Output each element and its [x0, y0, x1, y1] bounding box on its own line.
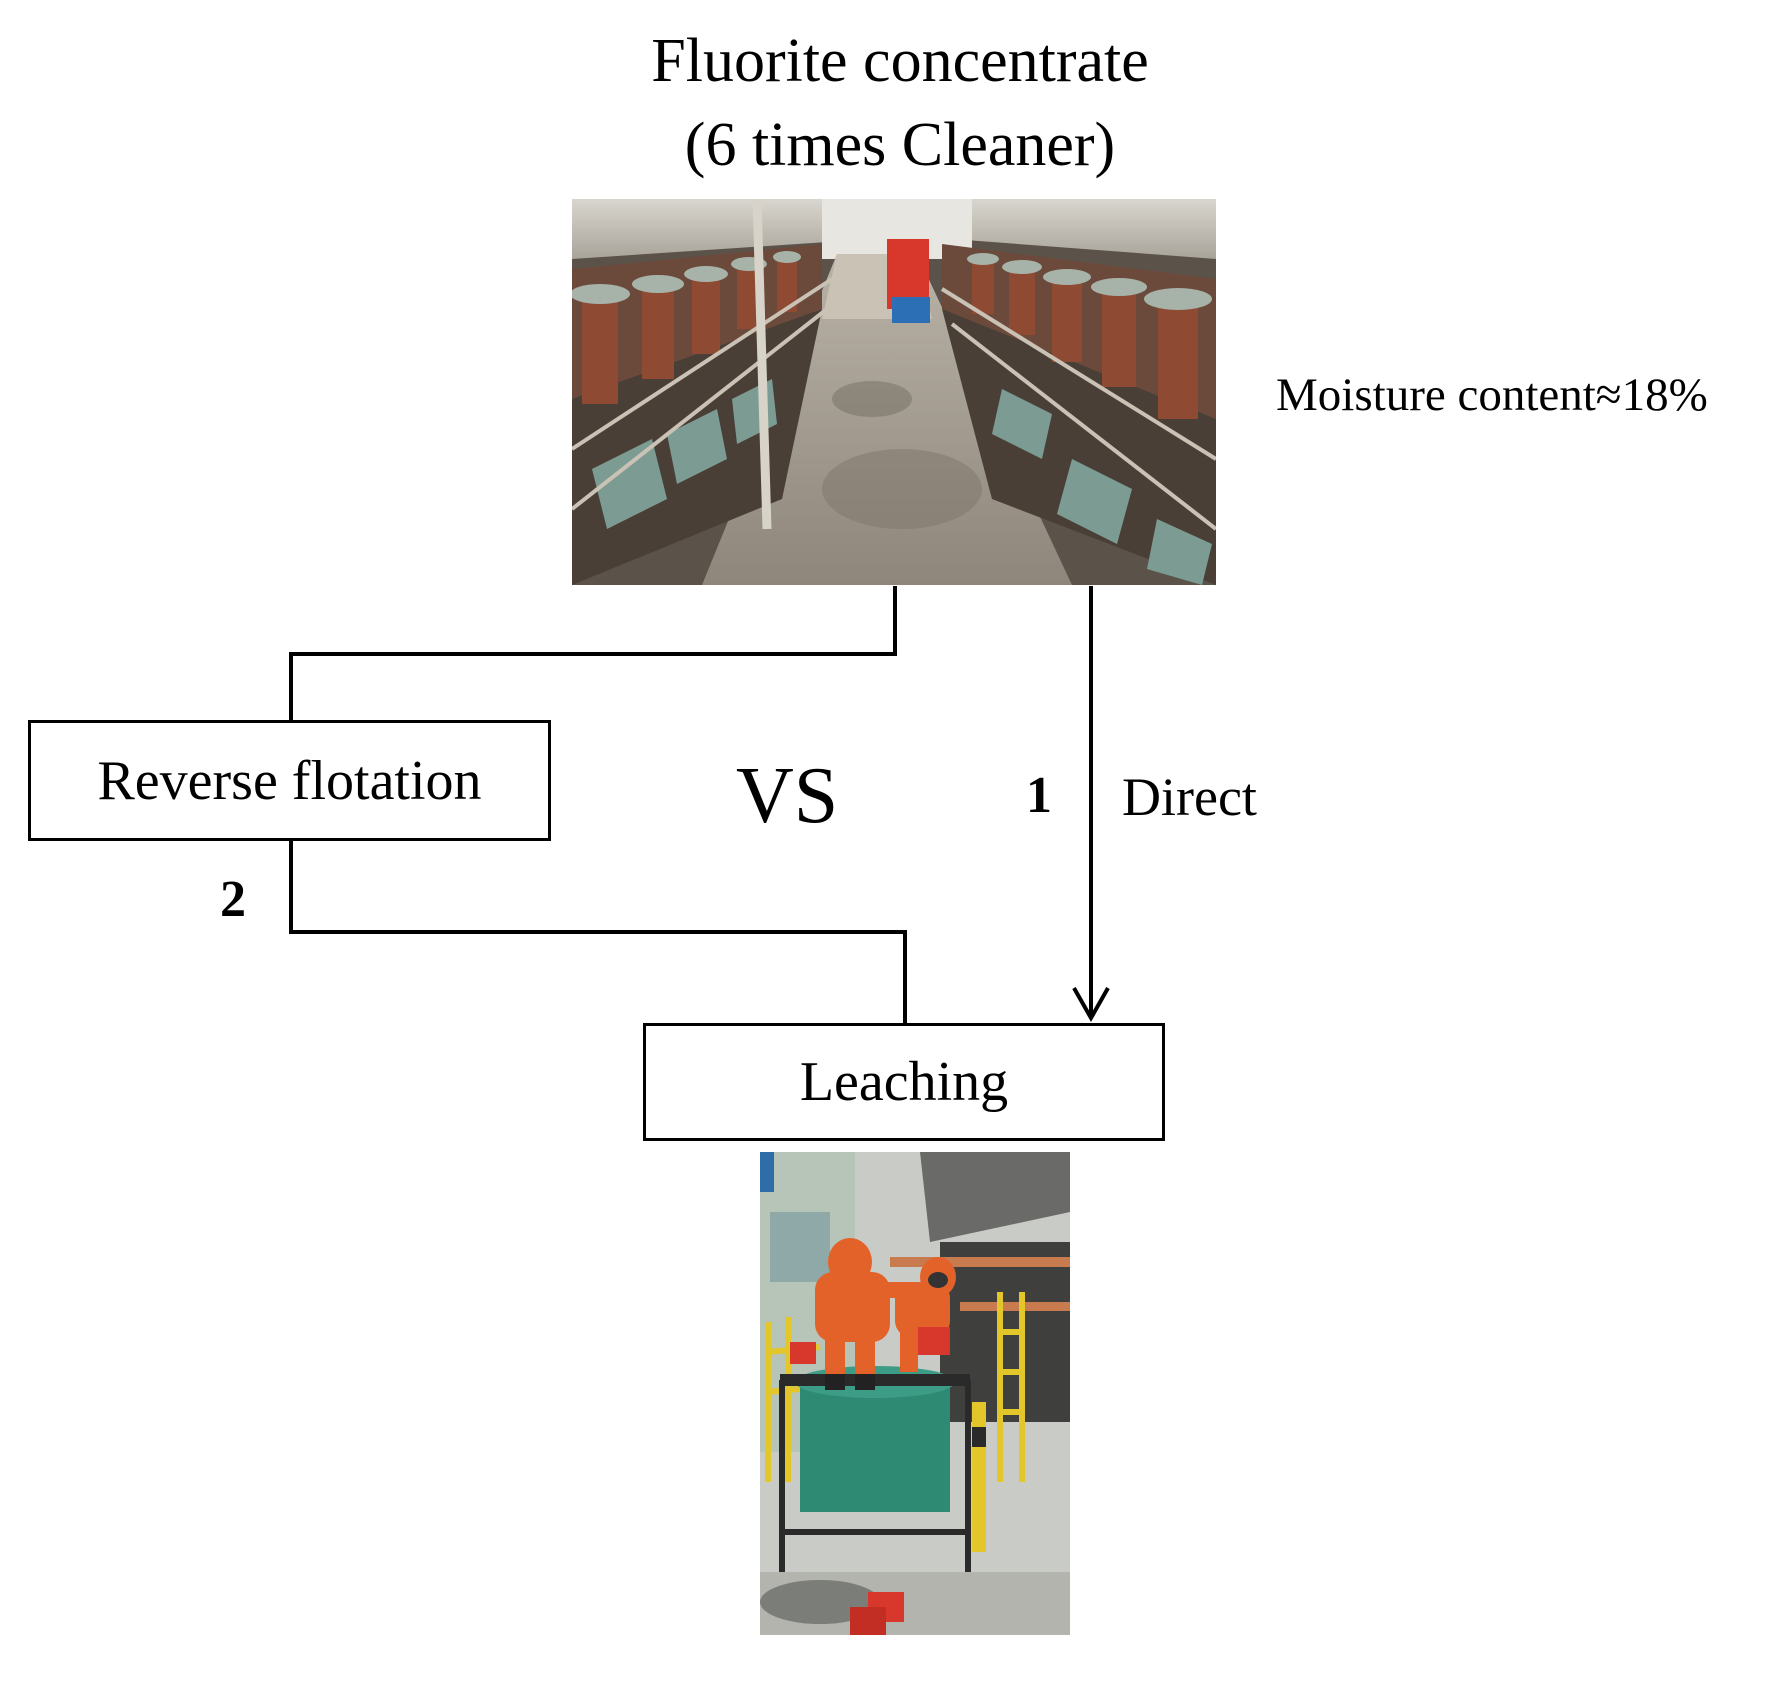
route2-lower-connector — [289, 840, 907, 1024]
leaching-box: Leaching — [643, 1023, 1165, 1141]
leaching-workers-photo — [760, 1152, 1070, 1635]
route1-number: 1 — [1026, 767, 1052, 824]
right-cell-row — [940, 244, 1216, 585]
moisture-content-label: Moisture content≈18% — [1276, 369, 1708, 421]
leaching-workers-icon — [760, 1152, 1070, 1635]
diagram-title-line2: (6 times Cleaner) — [684, 111, 1116, 179]
left-cell-row — [572, 199, 834, 585]
route1-arrowhead — [1072, 987, 1110, 1023]
comparison-vs-label: VS — [736, 752, 839, 840]
reverse-flotation-box: Reverse flotation — [28, 720, 551, 841]
flotation-cells-photo — [572, 199, 1216, 585]
reverse-flotation-label: Reverse flotation — [97, 749, 482, 812]
route2-number: 2 — [220, 871, 246, 928]
diagram-title-line1: Fluorite concentrate — [651, 27, 1149, 95]
flotation-cells-icon — [572, 199, 1216, 585]
route2-upper-connector — [289, 586, 897, 722]
route1-label: Direct — [1122, 767, 1257, 827]
leaching-label: Leaching — [799, 1051, 1009, 1113]
